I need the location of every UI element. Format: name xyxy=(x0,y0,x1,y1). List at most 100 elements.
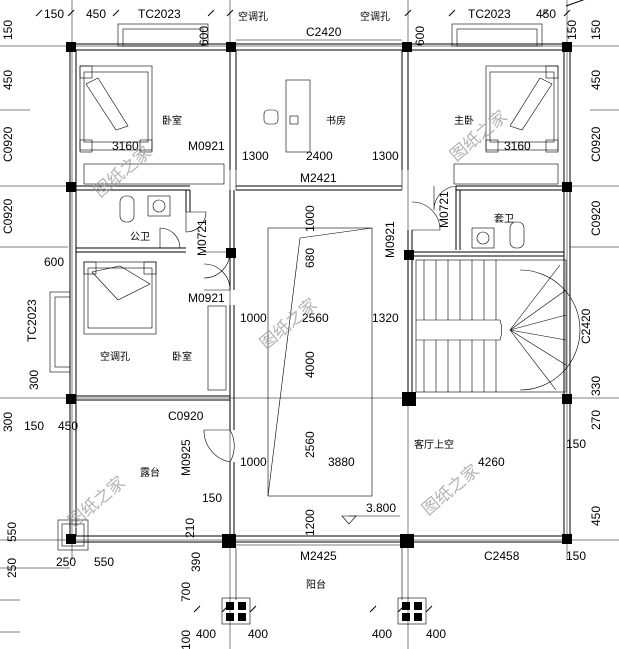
inner-dimensions: 3160 3160 1300 2400 1300 1000 680 1000 2… xyxy=(112,139,531,538)
dim-1000-vertical: 1000 xyxy=(303,205,317,232)
dim-4260: 4260 xyxy=(478,455,505,469)
label-public-bath: 公卫 xyxy=(130,232,150,243)
dim-680: 680 xyxy=(303,248,317,268)
dim-left-2: C0920 xyxy=(1,126,15,162)
dim-150: 150 xyxy=(202,491,222,505)
dim-left-13: 550 xyxy=(94,555,114,569)
dim-2400: 2400 xyxy=(306,149,333,163)
dim-left-10: 550 xyxy=(5,522,19,542)
dim-left-6: 300 xyxy=(27,370,41,390)
dim-left-8: 150 xyxy=(24,419,44,433)
bed-top-right xyxy=(485,65,559,153)
code-m0921-c: M0921 xyxy=(383,221,397,258)
dim-left-14: 390 xyxy=(189,552,203,572)
dim-1320: 1320 xyxy=(372,311,399,325)
left-dimensions: 150 450 C0920 C0920 600 TC2023 300 300 1… xyxy=(1,20,203,649)
dim-top-2: TC2023 xyxy=(138,7,181,21)
code-m0921-a: M0921 xyxy=(188,139,225,153)
level-marker xyxy=(341,515,400,525)
dim-right-5: 330 xyxy=(589,376,603,396)
dim-1300-left: 1300 xyxy=(242,149,269,163)
dim-right-7: 150 xyxy=(566,437,586,451)
watermark-5: 图纸之家 xyxy=(418,461,483,520)
dim-1200: 1200 xyxy=(303,509,317,536)
living-void xyxy=(267,227,373,497)
code-m2425: M2425 xyxy=(300,549,337,563)
bed-left xyxy=(83,261,157,335)
dim-210: 210 xyxy=(183,518,197,538)
dim-bottom-0: 400 xyxy=(196,627,216,641)
code-m0721-b: M0721 xyxy=(437,191,451,228)
watermark-4: 图纸之家 xyxy=(64,473,129,532)
code-m0925: M0925 xyxy=(179,439,193,476)
bottom-dimensions: 400 400 400 400 xyxy=(196,627,446,641)
watermarks: 图纸之家 图纸之家 图纸之家 图纸之家 图纸之家 xyxy=(64,107,511,532)
label-terrace: 露台 xyxy=(140,466,160,479)
level-label: 3.800 xyxy=(366,501,396,515)
dim-1000-h2: 1000 xyxy=(240,455,267,469)
code-c0920: C0920 xyxy=(168,409,204,423)
bed-top-left xyxy=(79,65,153,153)
dim-left-0: 150 xyxy=(1,20,15,40)
dim-top-3: 600 xyxy=(197,26,211,46)
dim-right-2: C0920 xyxy=(589,126,603,162)
dim-left-7: 300 xyxy=(1,412,15,432)
label-ac-hole-2: 空调孔 xyxy=(360,10,390,23)
dim-right-3: C0920 xyxy=(589,200,603,236)
doors xyxy=(159,185,459,463)
dim-bottom-1: 400 xyxy=(248,627,268,641)
dim-right-0: 150 xyxy=(589,20,603,40)
dim-left-4: 600 xyxy=(44,255,64,269)
dim-right-8: 450 xyxy=(589,506,603,526)
code-m2421: M2421 xyxy=(300,171,337,185)
dim-top-8: 150 xyxy=(565,20,579,40)
dim-1300-right: 1300 xyxy=(372,149,399,163)
label-ac-hole-3: 空调孔 xyxy=(100,350,130,363)
interior-walls xyxy=(76,50,564,540)
dim-right-1: 450 xyxy=(589,70,603,90)
label-bedroom-top-left: 卧室 xyxy=(162,114,182,127)
dim-top-6: TC2023 xyxy=(468,7,511,21)
study-desk xyxy=(263,79,311,153)
dim-bottom-3: 400 xyxy=(426,627,446,641)
dim-left-11: 250 xyxy=(5,558,19,578)
exterior-walls xyxy=(49,23,571,551)
dimension-ticks xyxy=(35,0,585,613)
dim-top-5: 600 xyxy=(413,26,427,46)
dim-left-12: 250 xyxy=(56,555,76,569)
label-study: 书房 xyxy=(326,114,346,127)
dim-top-7: 450 xyxy=(536,7,556,21)
dim-left-16: 100 xyxy=(179,630,193,649)
dim-right-6: 270 xyxy=(589,410,603,430)
dim-4000: 4000 xyxy=(303,351,317,378)
dim-left-9: 450 xyxy=(58,419,78,433)
code-m0921-b: M0921 xyxy=(188,291,225,305)
dim-left-1: 450 xyxy=(1,70,15,90)
balcony xyxy=(221,544,427,625)
label-suite-bath: 套卫 xyxy=(494,212,514,225)
label-master-bedroom: 主卧 xyxy=(454,114,474,127)
dim-left-5: TC2023 xyxy=(25,299,39,342)
opening-codes: M0921 M0721 M0921 M0721 M0921 M2421 C092… xyxy=(168,139,520,563)
dim-3880: 3880 xyxy=(328,455,355,469)
code-c2458: C2458 xyxy=(484,549,520,563)
dim-left-15: 700 xyxy=(179,582,193,602)
dim-top-0: 150 xyxy=(44,7,64,21)
dim-top-4: C2420 xyxy=(306,25,342,39)
dim-3160-left: 3160 xyxy=(112,139,139,153)
staircase xyxy=(415,259,581,393)
dim-right-9: 150 xyxy=(566,549,586,563)
label-ac-hole-1: 空调孔 xyxy=(238,10,268,23)
wardrobes xyxy=(83,163,559,391)
label-living-void: 客厅上空 xyxy=(414,438,454,451)
label-balcony: 阳台 xyxy=(306,578,326,591)
dim-left-3: C0920 xyxy=(1,198,15,234)
top-dimensions: 150 450 TC2023 600 C2420 600 TC2023 450 … xyxy=(44,7,579,46)
bathroom-fixtures xyxy=(119,195,525,249)
dim-3160-right: 3160 xyxy=(504,139,531,153)
dim-right-4: C2420 xyxy=(579,308,593,344)
code-m0721-a: M0721 xyxy=(195,219,209,256)
room-labels: 空调孔 空调孔 空调孔 卧室 书房 主卧 公卫 套卫 卧室 露台 客厅上空 阳台 xyxy=(100,10,514,591)
dim-2560-v: 2560 xyxy=(303,431,317,458)
